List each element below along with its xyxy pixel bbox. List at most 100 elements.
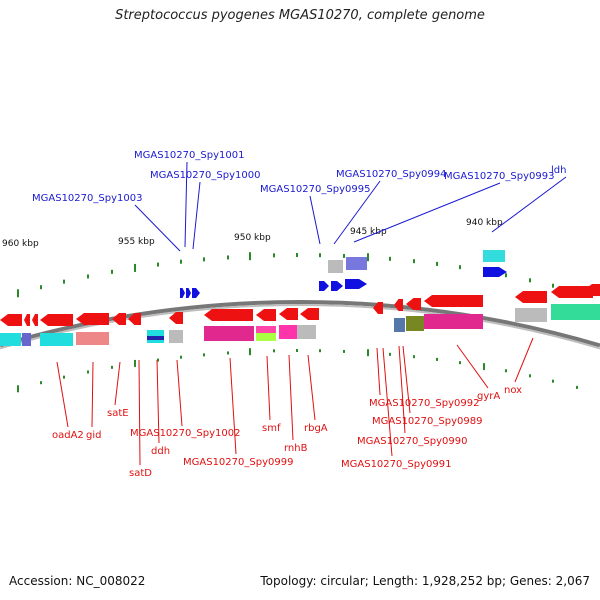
feature-block	[76, 332, 109, 345]
reverse-gene-arrow	[394, 299, 403, 311]
reverse-gene-arrow	[300, 308, 319, 320]
leader-line	[456, 344, 489, 389]
feature-block	[169, 330, 183, 343]
reverse-gene-arrow	[279, 308, 298, 320]
scale-minor-tick	[273, 253, 275, 258]
inner-scale-tick	[203, 353, 205, 357]
inner-scale-tick	[111, 365, 113, 369]
inner-scale-tick	[413, 355, 415, 359]
reverse-gene-arrow	[424, 295, 483, 307]
reverse-gene-arrow	[256, 309, 276, 321]
reverse-gene-arrow	[128, 313, 141, 325]
inner-scale-tick	[249, 348, 251, 356]
leader-line	[114, 361, 121, 406]
scale-minor-tick	[529, 278, 531, 283]
scale-minor-tick	[63, 279, 65, 284]
feature-block	[406, 316, 424, 331]
inner-scale-tick	[459, 361, 461, 365]
gene-label-reverse: rbgA	[304, 423, 328, 434]
reverse-gene-arrow	[32, 314, 38, 326]
leader-line	[229, 357, 237, 455]
reverse-gene-arrow	[40, 314, 73, 326]
scale-minor-tick	[389, 256, 391, 261]
inner-scale-tick	[552, 379, 554, 383]
reverse-gene-arrow	[112, 313, 126, 325]
leader-line	[376, 347, 381, 396]
leader-line	[91, 361, 94, 428]
reverse-gene-arrow	[515, 291, 547, 303]
leader-line	[491, 176, 567, 233]
gene-label-reverse: smf	[262, 423, 281, 434]
scale-label: 945 kbp	[350, 227, 387, 237]
forward-gene-arrow	[483, 267, 507, 277]
forward-gene-arrow	[192, 288, 200, 298]
inner-scale-tick	[483, 363, 485, 371]
scale-minor-tick	[436, 261, 438, 266]
leader-line	[134, 204, 181, 252]
inner-scale-tick	[389, 352, 391, 356]
leader-line	[382, 347, 393, 457]
gene-label-reverse: MGAS10270_Spy0989	[372, 416, 482, 427]
scale-minor-tick	[343, 253, 345, 258]
feature-block	[346, 257, 367, 270]
leader-line	[307, 354, 316, 421]
gene-label-reverse: satD	[129, 468, 152, 479]
scale-minor-tick	[319, 253, 321, 258]
feature-block	[394, 318, 405, 332]
reverse-gene-arrow	[551, 286, 593, 298]
forward-gene-arrow	[319, 281, 329, 291]
scale-minor-tick	[40, 285, 42, 290]
leader-line	[184, 161, 188, 248]
gene-label-reverse: MGAS10270_Spy0990	[357, 436, 467, 447]
scale-major-tick	[134, 263, 136, 272]
leader-line	[288, 354, 294, 441]
scale-major-tick	[17, 289, 19, 298]
feature-block	[22, 333, 31, 346]
genome-backbone-shadow	[0, 304, 600, 350]
scale-minor-tick	[157, 262, 159, 267]
gene-label-forward: MGAS10270_Spy0995	[260, 184, 370, 195]
scale-minor-tick	[227, 255, 229, 260]
scale-minor-tick	[203, 257, 205, 262]
gene-label-reverse: MGAS10270_Spy0992	[369, 398, 479, 409]
reverse-gene-arrow	[204, 309, 253, 321]
inner-scale-tick	[227, 351, 229, 355]
forward-gene-arrow	[331, 281, 343, 291]
scale-minor-tick	[87, 274, 89, 279]
inner-scale-tick	[180, 355, 182, 359]
leader-line	[266, 355, 271, 421]
leader-line	[398, 345, 406, 434]
inner-scale-tick	[40, 381, 42, 385]
scale-label: 960 kbp	[2, 239, 39, 249]
scale-minor-tick	[180, 259, 182, 264]
genome-backbone	[0, 300, 600, 348]
feature-block	[551, 304, 600, 320]
inner-scale-tick	[343, 349, 345, 353]
feature-block	[256, 333, 276, 341]
gene-label-reverse: gyrA	[477, 391, 500, 402]
gene-label-forward: MGAS10270_Spy0994	[336, 169, 446, 180]
forward-gene-arrow	[345, 279, 367, 289]
feature-block	[256, 326, 276, 334]
feature-block	[483, 250, 505, 262]
feature-block	[297, 325, 316, 339]
feature-block	[279, 325, 297, 339]
inner-scale-tick	[157, 358, 159, 362]
gene-label-reverse: MGAS10270_Spy0991	[341, 459, 451, 470]
feature-block	[40, 333, 73, 346]
inner-scale-tick	[436, 357, 438, 361]
inner-scale-tick	[505, 369, 507, 373]
reverse-gene-arrow	[584, 284, 600, 296]
scale-major-tick	[249, 252, 251, 261]
inner-scale-tick	[319, 349, 321, 353]
gene-label-reverse: MGAS10270_Spy0999	[183, 457, 293, 468]
leader-line	[333, 180, 381, 245]
feature-block	[424, 314, 483, 329]
feature-block	[0, 333, 21, 346]
genome-summary-text: Topology: circular; Length: 1,928,252 bp…	[260, 574, 590, 588]
leader-line	[309, 195, 321, 245]
accession-text: Accession: NC_008022	[9, 574, 146, 588]
inner-scale-tick	[576, 385, 578, 389]
forward-gene-arrow	[186, 288, 191, 298]
scale-label: 955 kbp	[118, 237, 155, 247]
